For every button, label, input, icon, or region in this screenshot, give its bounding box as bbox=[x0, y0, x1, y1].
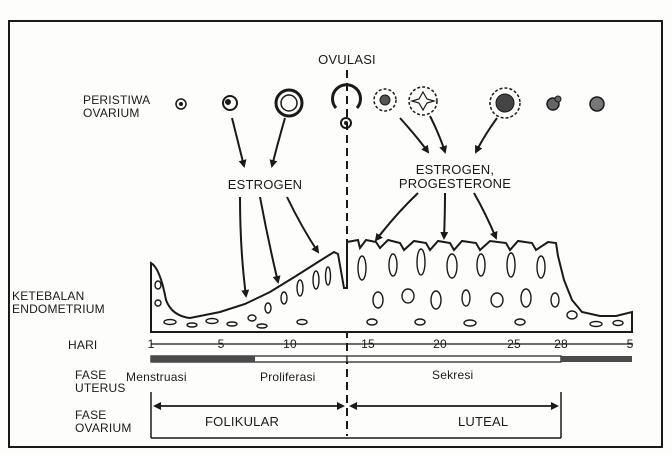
day-tick: 20 bbox=[433, 338, 447, 351]
antral-follicle-icon bbox=[276, 90, 302, 116]
mature-follicle-icon bbox=[333, 85, 361, 128]
primordial-follicle-icon bbox=[176, 99, 186, 109]
primary-follicle-icon bbox=[223, 96, 237, 110]
uterine-phase-bar bbox=[151, 356, 632, 362]
day-tick: 5 bbox=[627, 338, 634, 351]
luteal-phase: LUTEAL bbox=[458, 415, 508, 429]
menstruation-phase: Menstruasi bbox=[126, 371, 187, 384]
corpus-albicans-icon bbox=[590, 97, 604, 111]
day-tick: 28 bbox=[554, 338, 568, 351]
proliferation-phase: Proliferasi bbox=[260, 371, 316, 384]
uterine-phase-label: FASE UTERUS bbox=[75, 369, 126, 395]
estrogen-progesterone-label: ESTROGEN, PROGESTERONE bbox=[399, 163, 511, 191]
day-axis-label: HARI bbox=[68, 339, 97, 352]
secretory-phase: Sekresi bbox=[432, 369, 473, 382]
estrogen-label: ESTROGEN bbox=[228, 178, 303, 192]
day-tick: 10 bbox=[283, 338, 297, 351]
corpus-luteum-peak-icon bbox=[490, 88, 520, 118]
estrogen-source-arrows bbox=[232, 118, 285, 166]
day-tick: 1 bbox=[148, 338, 155, 351]
corpus-luteum-regressing-icon bbox=[547, 96, 561, 110]
ovulation-label: OVULASI bbox=[318, 53, 376, 67]
corpus-luteum-early-icon bbox=[374, 89, 396, 111]
day-tick: 25 bbox=[507, 338, 521, 351]
endometrium-profile bbox=[151, 240, 632, 332]
follicular-phase: FOLIKULAR bbox=[205, 415, 279, 429]
endometrium-thickness-label: KETEBALAN ENDOMETRIUM bbox=[12, 290, 105, 316]
progesterone-effect-arrows bbox=[376, 193, 496, 240]
day-tick: 5 bbox=[218, 338, 225, 351]
day-tick: 15 bbox=[361, 338, 375, 351]
corpus-luteum-icon bbox=[409, 87, 437, 115]
progesterone-source-arrows bbox=[400, 116, 497, 152]
ovarian-phase-label: FASE OVARIUM bbox=[75, 409, 132, 435]
ovarian-events-label: PERISTIWA OVARIUM bbox=[83, 94, 150, 120]
ovarian-events bbox=[176, 85, 604, 128]
